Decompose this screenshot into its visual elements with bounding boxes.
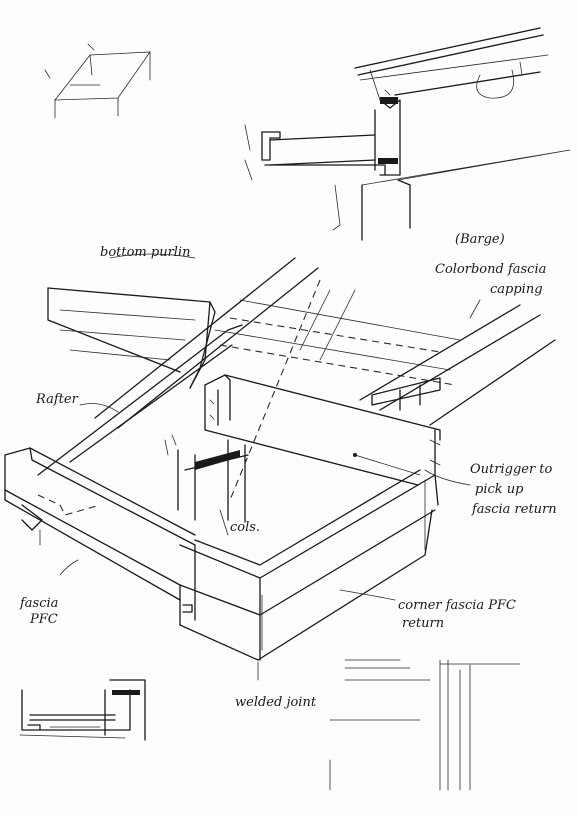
- label-corner-fascia-pfc: corner fascia PFC: [398, 598, 517, 613]
- bottom-purlin: [47, 287, 216, 389]
- label-return: return: [402, 616, 445, 631]
- label-bottom-purlin: bottom purlin: [100, 245, 191, 260]
- outrigger: [204, 374, 441, 486]
- label-colorbond-fascia: Colorbond fascia: [435, 262, 547, 277]
- label-outrigger-1: Outrigger to: [470, 462, 553, 477]
- label-outrigger-3: fascia return: [472, 502, 557, 517]
- roof-edge-section-detail: [244, 27, 571, 241]
- corner-fascia-pfc-return: [179, 429, 441, 661]
- label-cols: cols.: [230, 520, 261, 535]
- label-pfc: PFC: [30, 612, 58, 627]
- leader-arrows: [59, 253, 481, 681]
- rafter: [37, 257, 319, 476]
- label-rafter: Rafter: [36, 392, 78, 407]
- bottom-left-section-detail: [19, 679, 146, 741]
- label-capping: capping: [490, 282, 543, 297]
- barge-capping: [371, 377, 441, 411]
- thumbnail-perspective-sketch: [44, 43, 151, 119]
- label-fascia: fascia: [20, 596, 59, 611]
- bottom-right-faint-elevations: [329, 659, 521, 791]
- label-welded-joint: welded joint: [235, 695, 317, 710]
- columns: [164, 434, 249, 523]
- label-barge: (Barge): [455, 232, 505, 247]
- label-outrigger-2: pick up: [475, 482, 524, 497]
- fascia-pfc: [4, 447, 196, 626]
